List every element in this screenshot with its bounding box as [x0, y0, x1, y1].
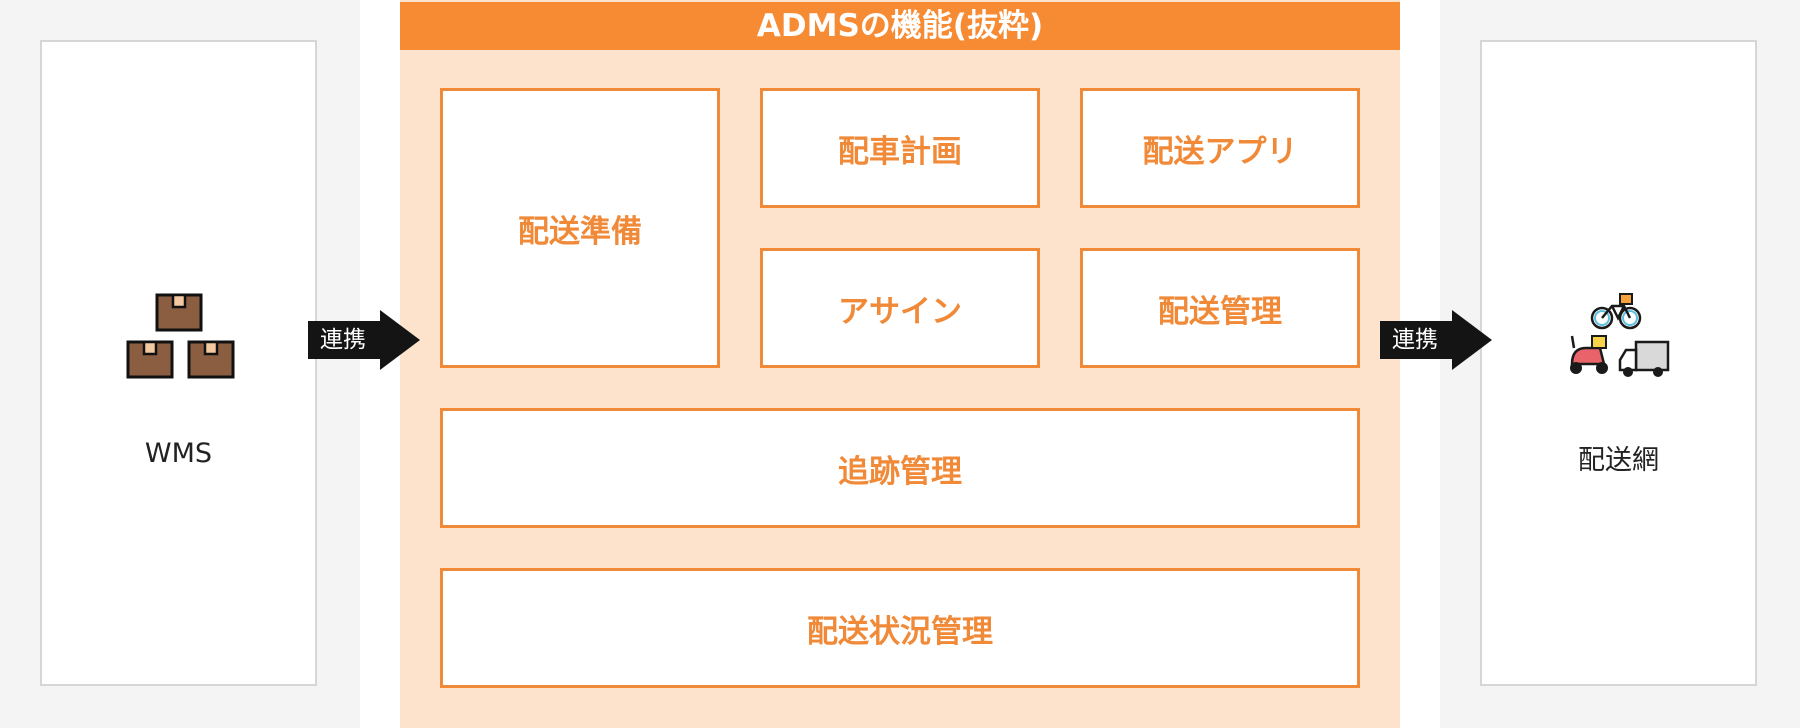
delivery-vehicles-icon	[1570, 293, 1670, 377]
function-delivery-management: 配送管理	[1080, 248, 1360, 368]
link-arrow-left: 連携	[308, 310, 420, 370]
wms-label: WMS	[144, 438, 213, 469]
link-arrow-right: 連携	[1380, 310, 1492, 370]
arrow-head-icon	[1452, 310, 1492, 370]
function-status-management: 配送状況管理	[440, 568, 1360, 688]
delivery-network-panel: 配送網	[1480, 40, 1757, 686]
arrow-head-icon	[380, 310, 420, 370]
function-assign: アサイン	[760, 248, 1040, 368]
link-arrow-left-label: 連携	[308, 321, 380, 359]
boxes-icon	[126, 293, 235, 379]
wms-panel: WMS	[40, 40, 317, 686]
delivery-network-label: 配送網	[1578, 445, 1659, 476]
function-delivery-app: 配送アプリ	[1080, 88, 1360, 208]
function-tracking: 追跡管理	[440, 408, 1360, 528]
function-delivery-prep: 配送準備	[440, 88, 720, 368]
link-arrow-right-label: 連携	[1380, 321, 1452, 359]
adms-panel: ADMSの機能(抜粋) 配送準備 配車計画 配送アプリ アサイン 配送管理 追跡…	[400, 0, 1400, 728]
adms-title: ADMSの機能(抜粋)	[400, 2, 1400, 50]
function-dispatch-plan: 配車計画	[760, 88, 1040, 208]
